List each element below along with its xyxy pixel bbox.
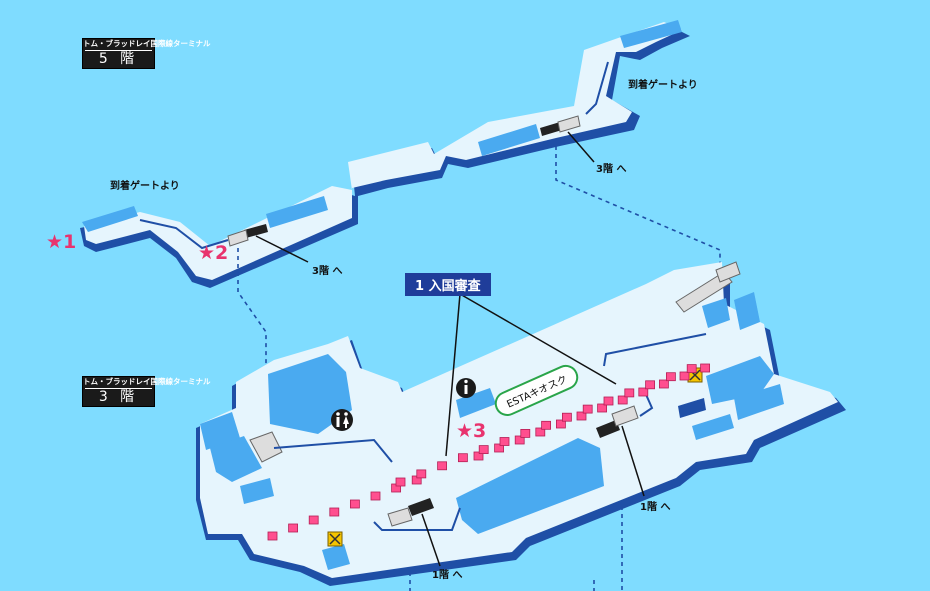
restroom-icon (331, 409, 353, 431)
immigration-booths (267, 363, 710, 541)
label-arrival-gate-right: 到着ゲートより (628, 80, 698, 91)
immigration-booth (638, 387, 649, 397)
immigration-booth (494, 443, 505, 453)
escalator-icon (227, 115, 581, 247)
immigration-callout: 1 入国審査 (405, 273, 491, 296)
immigration-booth (659, 379, 669, 389)
floor-5-plan (80, 20, 690, 288)
label-to-1f-right: 1階 へ (640, 502, 671, 513)
immigration-booth (686, 364, 697, 374)
immigration-booth (541, 420, 551, 430)
immigration-booth (288, 523, 299, 533)
immigration-booth (370, 491, 381, 501)
immigration-booth (499, 437, 510, 446)
immigration-booth (520, 428, 531, 438)
immigration-booth (395, 477, 406, 487)
immigration-booth (582, 404, 593, 414)
immigration-booth (576, 411, 587, 421)
immigration-booth (666, 372, 676, 382)
immigration-booth (308, 515, 319, 525)
immigration-booth (267, 531, 278, 541)
floor-label-3f: トム・ブラッドレイ国際線ターミナル 3 階 (82, 376, 211, 407)
immigration-booth (603, 396, 614, 406)
immigration-booth (597, 403, 607, 413)
immigration-booth (514, 435, 525, 445)
floor-3-plan (196, 261, 846, 586)
floor-number: 3 階 (85, 388, 152, 406)
label-to-1f-left: 1階 へ (432, 570, 463, 581)
marker-2: ★2 (198, 242, 229, 264)
information-icon (456, 378, 476, 398)
floor-terminal-name: トム・ブラッドレイ国際線ターミナル (83, 39, 211, 48)
floor-terminal-name: トム・ブラッドレイ国際線ターミナル (83, 377, 211, 386)
immigration-booth (617, 395, 628, 405)
label-arrival-gate-left: 到着ゲートより (110, 181, 180, 192)
immigration-booth (416, 469, 427, 479)
immigration-booth (700, 363, 710, 373)
marker-1: ★1 (46, 231, 77, 253)
label-to-3f-right: 3階 へ (596, 164, 627, 175)
immigration-booth (478, 445, 489, 455)
immigration-booth (645, 380, 655, 390)
immigration-booth (457, 453, 468, 463)
immigration-booth (679, 371, 690, 381)
label-to-3f-left: 3階 へ (312, 266, 343, 277)
immigration-booth (535, 427, 546, 437)
immigration-booth (329, 507, 340, 517)
immigration-booth (437, 461, 448, 471)
immigration-booth (556, 419, 566, 429)
floor-label-5f: トム・ブラッドレイ国際線ターミナル 5 階 (82, 38, 211, 69)
immigration-booth (562, 412, 572, 422)
escalator-icon (249, 261, 741, 527)
immigration-booth (349, 499, 360, 509)
marker-3: ★3 (456, 420, 487, 442)
immigration-booth (624, 388, 635, 398)
immigration-booth (473, 451, 484, 461)
floor-number: 5 階 (85, 50, 152, 68)
